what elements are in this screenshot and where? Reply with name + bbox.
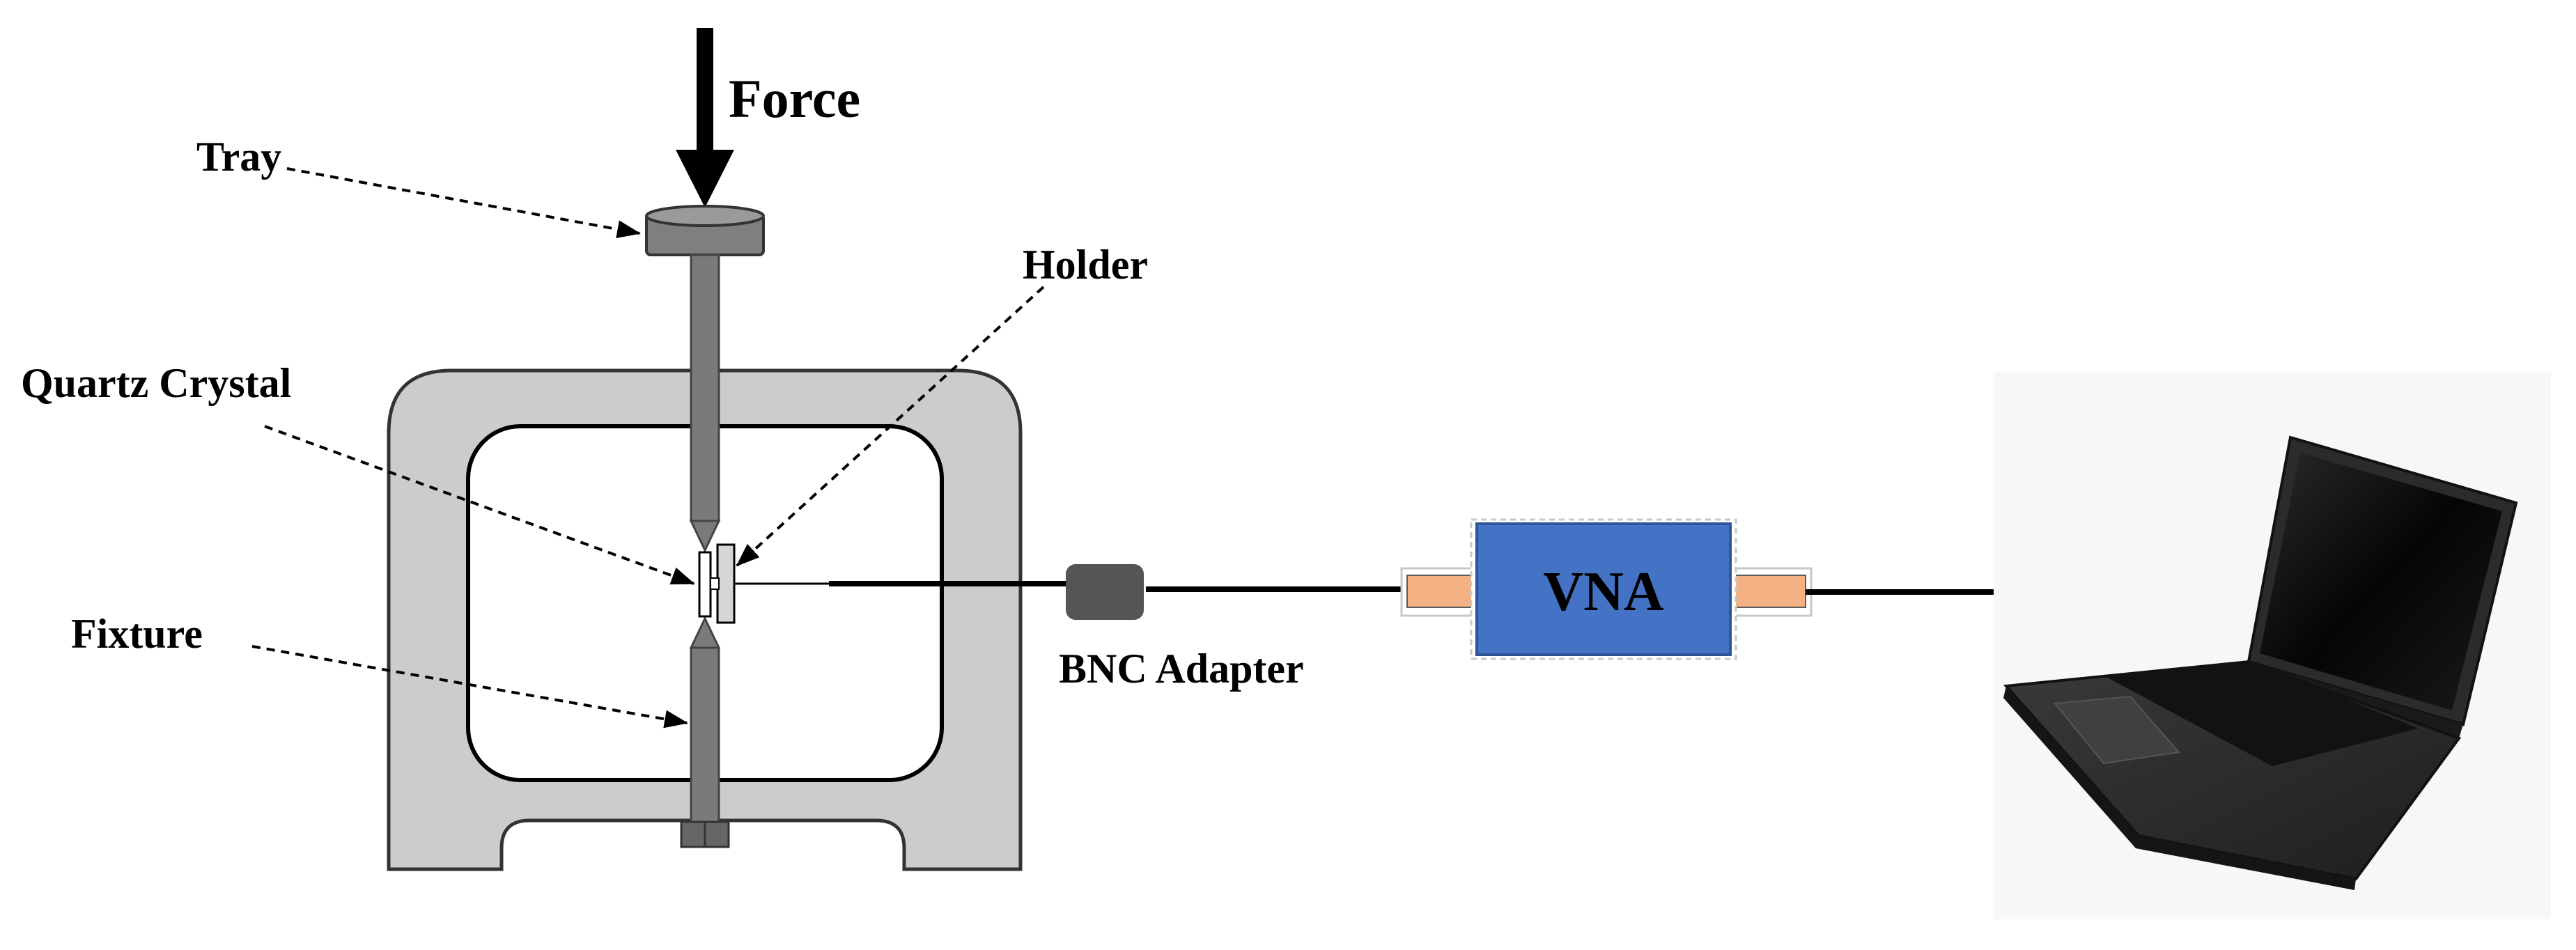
holder xyxy=(710,543,736,624)
fixture-label: Fixture xyxy=(71,611,203,657)
quartz-crystal-leader xyxy=(264,425,695,585)
holder-label: Holder xyxy=(1023,242,1148,288)
force-arrow xyxy=(676,28,734,208)
tray xyxy=(645,205,765,256)
bnc-adapter xyxy=(1066,564,1144,620)
tray-label: Tray xyxy=(196,134,281,180)
tray-leader xyxy=(286,167,641,239)
laptop-icon xyxy=(1994,373,2551,919)
bnc-adapter-label: BNC Adapter xyxy=(1059,646,1304,692)
quartz-crystal xyxy=(698,551,712,618)
quartz-crystal-label: Quartz Crystal xyxy=(21,360,291,406)
vna-label: VNA xyxy=(1543,561,1664,623)
upper-rod xyxy=(689,254,721,553)
vna-device xyxy=(1400,518,1813,660)
holder-leader xyxy=(736,286,1045,567)
lower-rod-fixture xyxy=(680,616,730,848)
fixture-leader xyxy=(251,645,688,729)
force-label: Force xyxy=(729,68,860,129)
